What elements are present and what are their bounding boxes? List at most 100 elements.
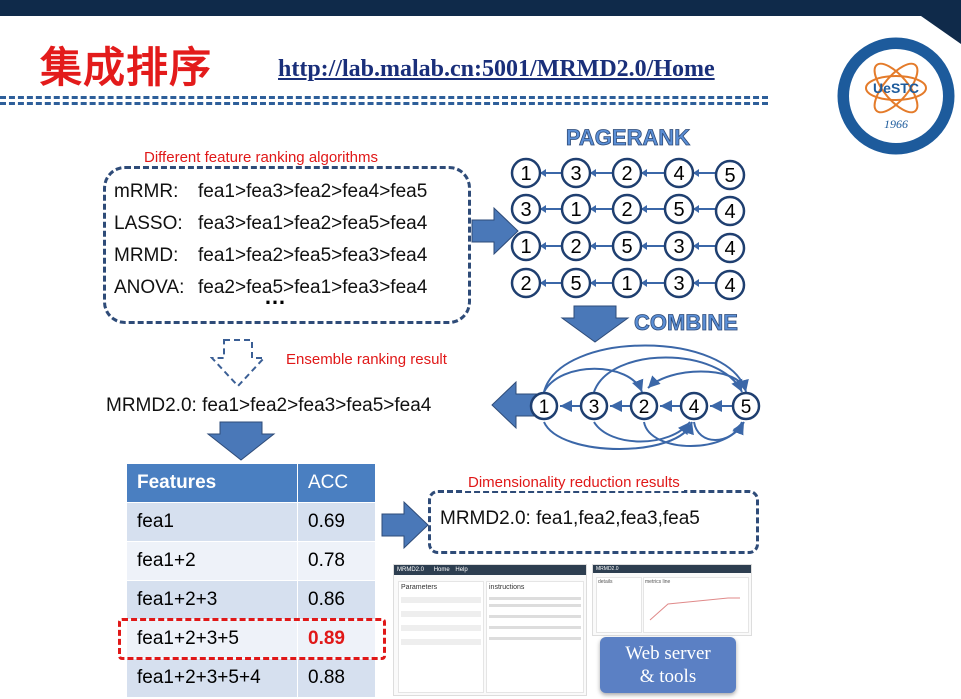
dimreduction-box bbox=[428, 490, 759, 554]
combine-label: COMBINE bbox=[634, 310, 739, 336]
combine-node-label: 2 bbox=[639, 397, 650, 418]
combine-node bbox=[579, 391, 609, 421]
algorithms-ellipsis: … bbox=[264, 284, 286, 309]
right-arrow-icon bbox=[471, 206, 519, 256]
pagerank-node-label: 4 bbox=[724, 238, 735, 260]
pagerank-node-label: 2 bbox=[621, 163, 632, 185]
pagerank-node-label: 5 bbox=[570, 273, 581, 295]
pagerank-arrowhead bbox=[693, 169, 699, 177]
pagerank-label: PAGERANK bbox=[566, 125, 690, 150]
feature-cell: fea1+2+3+5+4 bbox=[126, 658, 298, 698]
header-divider bbox=[0, 96, 768, 99]
thumb-params-title: Parameters bbox=[401, 584, 438, 591]
thumb-app-name: MRMD2.0 bbox=[397, 567, 425, 573]
best-row-highlight bbox=[118, 618, 386, 660]
web-server-label: Web server bbox=[625, 643, 711, 664]
combine-edge bbox=[543, 344, 749, 393]
pagerank-node bbox=[560, 267, 592, 299]
combine-edge bbox=[643, 421, 744, 447]
algorithm-ranking: fea3>fea1>fea2>fea5>fea4 bbox=[198, 213, 428, 234]
pagerank-arrowhead bbox=[540, 279, 546, 287]
table-header-row: Features ACC bbox=[126, 463, 376, 503]
pagerank-node-label: 3 bbox=[673, 236, 684, 258]
pagerank-node bbox=[560, 157, 592, 189]
pagerank-node bbox=[611, 267, 643, 299]
thumb-instructions-title: instructions bbox=[489, 584, 525, 591]
page-title: 集成排序 bbox=[40, 43, 213, 92]
pagerank-arrowhead bbox=[590, 242, 596, 250]
pagerank-node bbox=[560, 230, 592, 262]
thumb-details-panel: details bbox=[596, 577, 642, 633]
down-arrow-icon bbox=[560, 305, 630, 343]
webserver-screenshot-left[interactable]: MRMD2.0 Home Help Parameters instruction… bbox=[393, 564, 587, 696]
pagerank-node-label: 4 bbox=[724, 275, 735, 297]
pagerank-node-label: 1 bbox=[621, 273, 632, 295]
algorithm-row: LASSO: fea3>fea1>fea2>fea5>fea4 bbox=[114, 208, 459, 240]
pagerank-node bbox=[611, 157, 643, 189]
acc-cell: 0.78 bbox=[297, 541, 376, 581]
pagerank-node-label: 2 bbox=[520, 273, 531, 295]
algorithms-label: Different feature ranking algorithms bbox=[140, 149, 383, 166]
pagerank-node-label: 5 bbox=[673, 199, 684, 221]
webserver-screenshot-right[interactable]: MRMD2.0 details metrics line bbox=[592, 564, 752, 636]
thumb-field bbox=[401, 611, 481, 617]
pagerank-arrowhead bbox=[540, 205, 546, 213]
pagerank-node-label: 4 bbox=[724, 201, 735, 223]
thumb-navbar: MRMD2.0 Home Help bbox=[394, 565, 586, 575]
thumb-line bbox=[489, 615, 581, 618]
pagerank-node-label: 4 bbox=[673, 163, 684, 185]
thumb-field bbox=[401, 625, 481, 631]
feature-cell: fea1 bbox=[126, 502, 298, 542]
pagerank-node bbox=[611, 193, 643, 225]
top-banner bbox=[0, 0, 961, 16]
combine-node bbox=[529, 391, 559, 421]
table-header-acc: ACC bbox=[297, 463, 376, 503]
tools-label: & tools bbox=[639, 666, 697, 687]
pagerank-node-label: 2 bbox=[621, 199, 632, 221]
thumb-line bbox=[489, 604, 581, 607]
dimreduction-result: MRMD2.0: fea1,fea2,fea3,fea5 bbox=[440, 508, 700, 529]
pagerank-node-label: 5 bbox=[724, 165, 735, 187]
header-divider-2 bbox=[0, 102, 768, 105]
university-logo: UeSTC 1966 bbox=[837, 37, 955, 155]
algorithm-list: mRMR:fea1>fea3>fea2>fea4>fea5 LASSO: fea3… bbox=[114, 176, 459, 304]
pagerank-node-label: 1 bbox=[520, 236, 531, 258]
pagerank-arrowhead bbox=[641, 242, 647, 250]
algorithm-row: mRMR:fea1>fea3>fea2>fea4>fea5 bbox=[114, 176, 459, 208]
pagerank-node-label: 3 bbox=[570, 163, 581, 185]
algorithm-row: ANOVA: fea2>fea5>fea1>fea3>fea4 bbox=[114, 272, 459, 304]
thumb-line-chart bbox=[649, 597, 740, 621]
pagerank-node bbox=[510, 230, 542, 262]
pagerank-node-label: 3 bbox=[520, 199, 531, 221]
combine-node bbox=[629, 391, 659, 421]
mrmd-home-link[interactable]: http://lab.malab.cn:5001/MRMD2.0/Home bbox=[278, 56, 715, 82]
algorithm-name: LASSO: bbox=[114, 213, 183, 234]
combine-edge bbox=[543, 367, 644, 393]
acc-cell: 0.69 bbox=[297, 502, 376, 542]
table-header-features: Features bbox=[126, 463, 298, 503]
pagerank-node bbox=[560, 193, 592, 225]
algorithm-row: MRMD:fea1>fea2>fea5>fea3>fea4 bbox=[114, 240, 459, 272]
corner-decoration bbox=[921, 16, 961, 44]
pagerank-node-label: 1 bbox=[570, 199, 581, 221]
algorithm-name: MRMD: bbox=[114, 245, 179, 266]
thumb-details-title: details bbox=[598, 579, 613, 585]
algorithm-name: ANOVA: bbox=[114, 277, 185, 298]
thumb-nav-help: Help bbox=[455, 567, 468, 573]
ensemble-result: MRMD2.0: fea1>fea2>fea3>fea5>fea4 bbox=[106, 395, 432, 416]
dimreduction-label: Dimensionality reduction results bbox=[464, 474, 684, 491]
thumb-params-panel: Parameters bbox=[398, 581, 484, 693]
pagerank-arrowhead bbox=[693, 279, 699, 287]
combine-edge bbox=[693, 421, 745, 441]
web-server-tools-button[interactable]: Web server & tools bbox=[600, 637, 736, 693]
algorithm-ranking: fea2>fea5>fea1>fea3>fea4 bbox=[198, 277, 428, 298]
combine-node-label: 3 bbox=[589, 397, 600, 418]
thumb-line bbox=[489, 597, 581, 600]
thumb-navbar-2: MRMD2.0 bbox=[593, 565, 751, 573]
pagerank-node bbox=[510, 193, 542, 225]
